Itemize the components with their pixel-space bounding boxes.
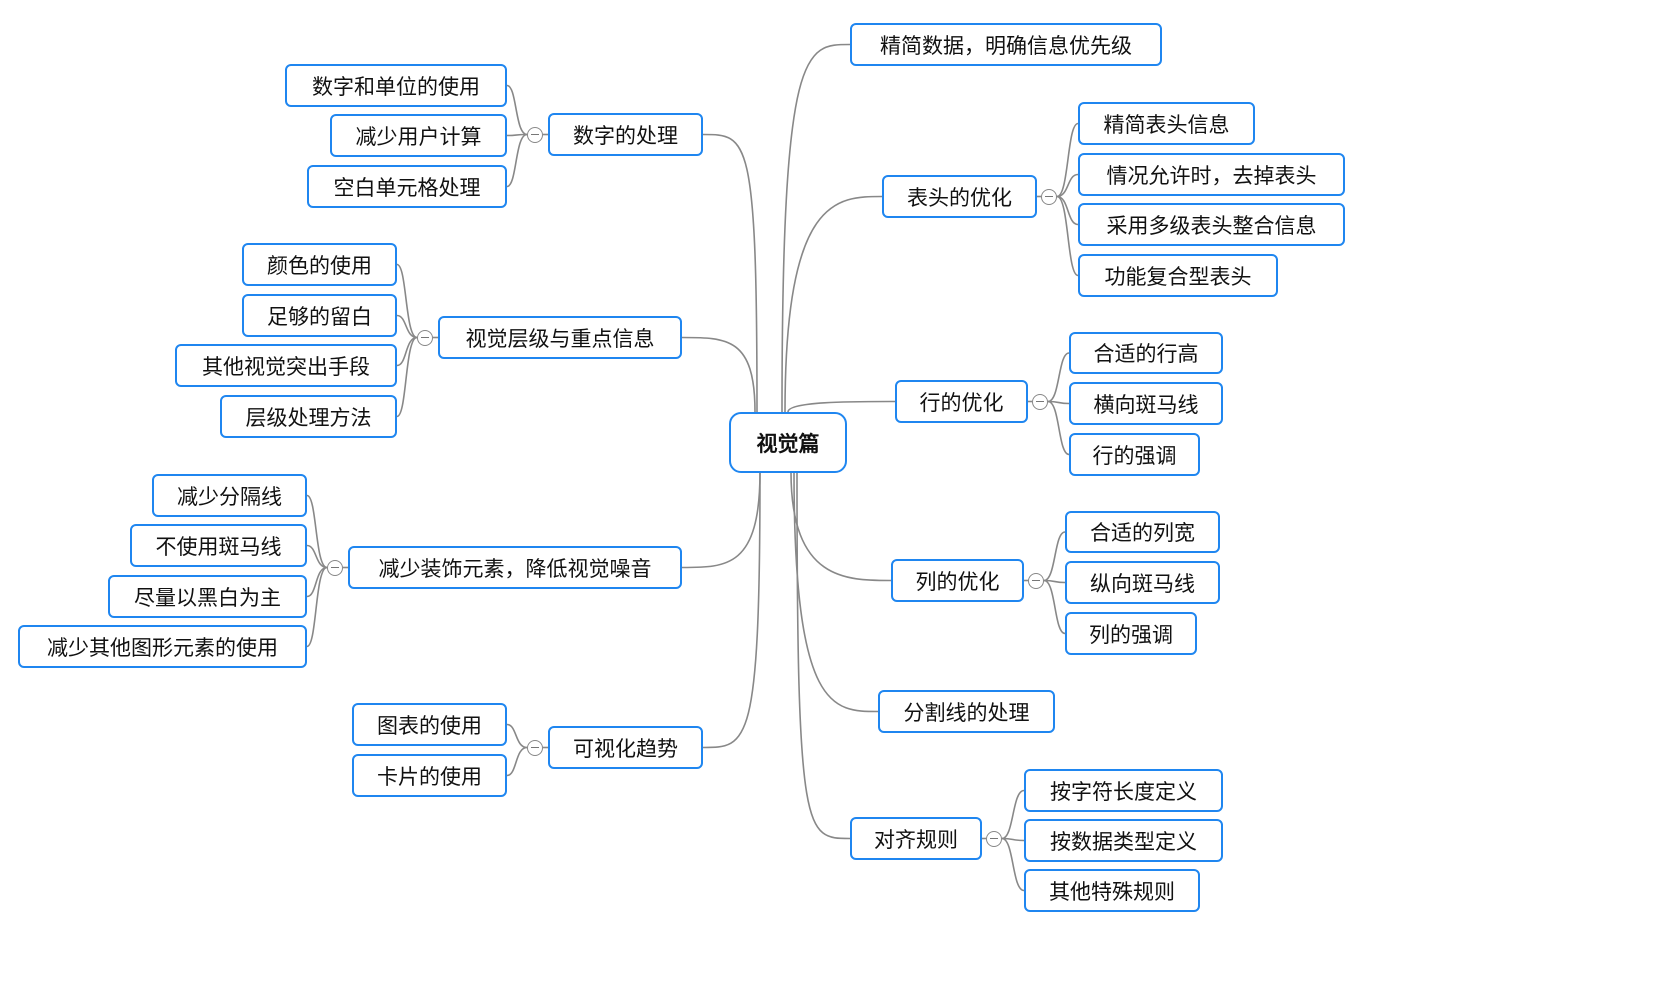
child-connector [1001, 837, 1025, 892]
child-connector [506, 84, 528, 136]
child-connector [1043, 531, 1066, 582]
collapse-toggle-icon[interactable] [417, 329, 433, 346]
child-node[interactable]: 合适的列宽 [1065, 511, 1220, 553]
branch-connector [796, 471, 851, 840]
child-connector [396, 336, 418, 367]
branch-node[interactable]: 数字的处理 [548, 113, 703, 156]
child-connector [306, 544, 328, 569]
child-node[interactable]: 其他特殊规则 [1024, 869, 1200, 912]
collapse-toggle-icon[interactable] [527, 739, 543, 756]
branch-node[interactable]: 对齐规则 [850, 817, 982, 860]
child-node[interactable]: 尽量以黑白为主 [108, 575, 307, 618]
child-connector [1056, 195, 1079, 277]
child-connector [306, 566, 328, 598]
child-node[interactable]: 按字符长度定义 [1024, 769, 1223, 812]
branch-connector [702, 471, 761, 749]
child-node[interactable]: 横向斑马线 [1069, 382, 1223, 425]
branch-node[interactable]: 精简数据，明确信息优先级 [850, 23, 1162, 66]
child-node[interactable]: 列的强调 [1065, 612, 1197, 655]
branch-connector [793, 471, 879, 713]
child-node[interactable]: 按数据类型定义 [1024, 819, 1223, 862]
collapse-toggle-icon[interactable] [527, 126, 543, 143]
branch-connector [681, 336, 756, 413]
child-node[interactable]: 行的强调 [1069, 433, 1200, 476]
child-node[interactable]: 精简表头信息 [1078, 102, 1255, 145]
collapse-toggle-icon[interactable] [1032, 393, 1048, 410]
child-connector [506, 133, 528, 188]
child-node[interactable]: 足够的留白 [242, 294, 397, 337]
branch-connector [781, 43, 851, 413]
branch-node[interactable]: 可视化趋势 [548, 726, 703, 769]
child-node[interactable]: 不使用斑马线 [130, 524, 307, 567]
branch-connector [681, 471, 761, 569]
child-connector [306, 494, 328, 569]
child-connector [1001, 789, 1025, 840]
child-node[interactable]: 颜色的使用 [242, 243, 397, 286]
branch-node[interactable]: 行的优化 [895, 380, 1028, 423]
child-connector [1056, 195, 1079, 226]
collapse-toggle-icon[interactable] [986, 830, 1002, 847]
child-node[interactable]: 减少分隔线 [152, 474, 307, 517]
child-connector [1043, 579, 1066, 635]
child-connector [306, 566, 328, 648]
branch-connector [702, 133, 758, 413]
branch-connector [790, 471, 892, 582]
collapse-toggle-icon[interactable] [327, 559, 343, 576]
child-node[interactable]: 其他视觉突出手段 [175, 344, 397, 387]
child-node[interactable]: 减少其他图形元素的使用 [18, 625, 307, 668]
child-node[interactable]: 图表的使用 [352, 703, 507, 746]
child-node[interactable]: 空白单元格处理 [307, 165, 507, 208]
child-node[interactable]: 采用多级表头整合信息 [1078, 203, 1345, 246]
child-connector [1047, 352, 1070, 403]
child-connector [1047, 400, 1070, 456]
child-connector [396, 314, 418, 339]
child-node[interactable]: 功能复合型表头 [1078, 254, 1278, 297]
child-node[interactable]: 数字和单位的使用 [285, 64, 507, 107]
branch-node[interactable]: 分割线的处理 [878, 690, 1055, 733]
branch-node[interactable]: 减少装饰元素，降低视觉噪音 [348, 546, 682, 589]
child-node[interactable]: 纵向斑马线 [1065, 561, 1220, 604]
branch-node[interactable]: 视觉层级与重点信息 [438, 316, 682, 359]
child-connector [506, 746, 528, 777]
child-connector [396, 336, 418, 418]
branch-connector [787, 400, 896, 413]
child-connector [396, 263, 418, 339]
child-connector [506, 723, 528, 749]
branch-connector [784, 195, 883, 413]
child-node[interactable]: 情况允许时，去掉表头 [1078, 153, 1345, 196]
branch-node[interactable]: 列的优化 [891, 559, 1024, 602]
child-node[interactable]: 合适的行高 [1069, 332, 1223, 374]
root-node[interactable]: 视觉篇 [729, 412, 847, 473]
child-connector [1056, 173, 1079, 198]
branch-node[interactable]: 表头的优化 [882, 175, 1037, 218]
collapse-toggle-icon[interactable] [1028, 572, 1044, 589]
child-node[interactable]: 层级处理方法 [220, 395, 397, 438]
child-node[interactable]: 减少用户计算 [330, 114, 507, 157]
child-node[interactable]: 卡片的使用 [352, 754, 507, 797]
collapse-toggle-icon[interactable] [1041, 188, 1057, 205]
child-connector [1056, 122, 1079, 198]
